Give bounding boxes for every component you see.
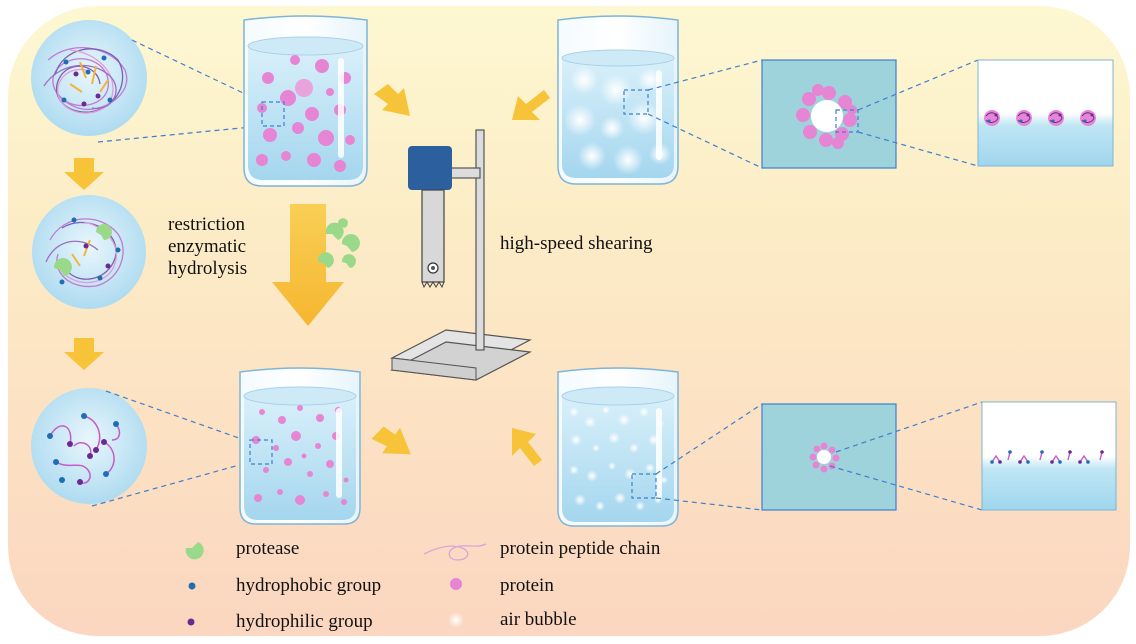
hydrolyzing-protein-circle [32, 195, 146, 309]
enzymatic-label-line1: restriction [168, 214, 246, 235]
legend-label-hydrophilic: hydrophilic group [236, 611, 373, 632]
protein-icon [450, 578, 462, 590]
peptide-fragments-circle [31, 388, 147, 504]
hydrophobic-group-icon [188, 582, 196, 590]
arrow-to-emulsion-bottom [512, 428, 542, 466]
small-bubble-zoom-panel [761, 403, 897, 511]
peptide-chain-icon [423, 543, 487, 561]
legend-label-protease: protease [236, 538, 300, 559]
enzymatic-hydrolysis-label: restriction enzymatic hydrolysis [168, 214, 288, 280]
arrow-to-shearing-top [374, 84, 410, 116]
arrow-to-emulsion-top [512, 90, 550, 120]
hydrophilic-group-icon [187, 618, 195, 626]
zoom-connector-lines-top [97, 39, 263, 143]
protease-icon [185, 542, 204, 560]
beaker-large-bubbles [557, 15, 679, 185]
zoom-connector-lines-bottom [91, 390, 251, 507]
zoom-lines-bubble-top [647, 59, 763, 169]
folded-protein-circle [31, 20, 147, 136]
down-arrow-2 [64, 338, 104, 370]
legend-label-hydrophobic: hydrophobic group [236, 575, 382, 596]
down-arrow-1 [64, 158, 104, 190]
legend-label-peptide-chain: protein peptide chain [500, 538, 661, 559]
zoom-lines-interface-bottom [829, 401, 983, 511]
zoom-lines-bubble-bottom [655, 403, 763, 511]
large-bubble-zoom-panel [761, 59, 897, 169]
enzymatic-arrow [272, 204, 344, 326]
enzymatic-label-line2: enzymatic [168, 235, 247, 257]
protease-scatter [317, 218, 360, 268]
enzymatic-label-line3: hydrolysis [168, 257, 248, 279]
interface-panel-intact-protein [977, 59, 1114, 167]
beaker-hydrolyzed-protein [239, 367, 361, 525]
arrow-to-shearing-bottom [371, 426, 411, 455]
beaker-native-protein [243, 15, 368, 187]
high-speed-shearing-label: high-speed shearing [500, 233, 653, 254]
interface-panel-peptides [981, 401, 1117, 511]
legend-label-protein: protein [500, 575, 554, 596]
beaker-small-bubbles [557, 367, 679, 527]
air-bubble-icon [448, 612, 464, 628]
legend-label-air-bubble: air bubble [500, 609, 577, 630]
zoom-lines-interface-top [857, 59, 979, 167]
adsorbed-protein-icons [984, 110, 1096, 126]
high-speed-shearing-homogenizer [389, 129, 533, 381]
legend [185, 542, 487, 628]
